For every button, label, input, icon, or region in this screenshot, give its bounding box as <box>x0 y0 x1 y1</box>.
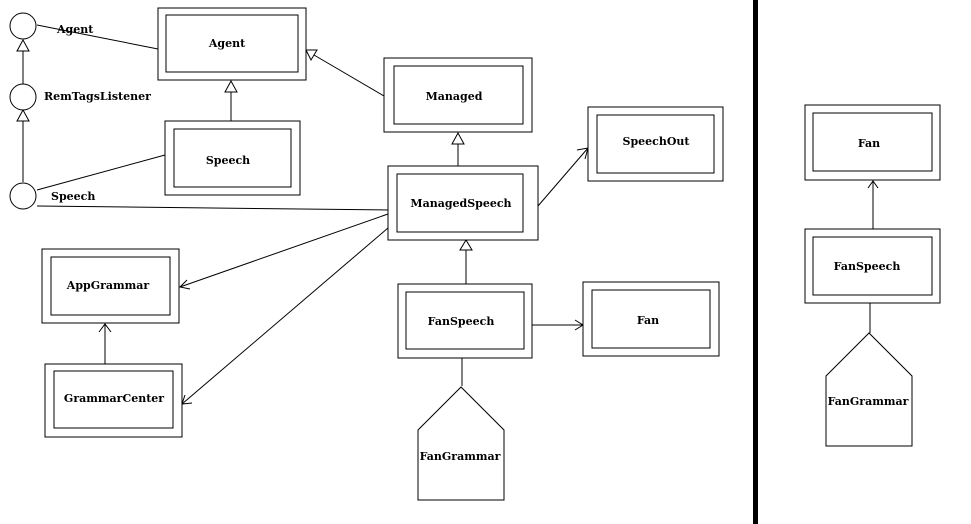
class-managedspeech-label: ManagedSpeech <box>410 197 511 210</box>
class-managedspeech: ManagedSpeech <box>387 165 539 241</box>
connectors <box>16 24 879 405</box>
right-fan-arrow <box>867 180 879 189</box>
right-fangrammar-document: FanGrammar <box>825 332 913 447</box>
right-fangrammar-label: FanGrammar <box>828 395 909 408</box>
agent-iface-to-agent-line <box>36 24 159 50</box>
interface-agent-label: Agent <box>56 23 94 36</box>
class-speech: Speech <box>164 120 301 196</box>
right-class-fanspeech-label: FanSpeech <box>834 260 901 273</box>
right-class-fanspeech: FanSpeech <box>804 228 941 304</box>
speech-iface-to-speech-line <box>36 154 166 191</box>
managedspeech-to-appgrammar-line <box>179 213 389 288</box>
interface-circle-icon <box>9 182 37 210</box>
interface-circle-icon <box>9 12 37 40</box>
class-agent-label: Agent <box>208 37 246 50</box>
class-speech-label: Speech <box>206 154 250 167</box>
class-managed-label: Managed <box>426 90 483 103</box>
managed-agent-generalization-arrow <box>305 49 318 62</box>
fangrammar-document: FanGrammar <box>417 386 505 501</box>
managedspeech-managed-generalization-arrow <box>451 131 465 145</box>
speech-agent-generalization-arrow <box>224 79 238 93</box>
interface-speech-label: Speech <box>51 190 95 203</box>
interface-agent: Agent <box>9 12 94 40</box>
interface-circle-icon <box>9 83 37 111</box>
right-class-fan: Fan <box>804 104 941 181</box>
class-fanspeech-label: FanSpeech <box>428 315 495 328</box>
appgrammar-arrow <box>98 323 112 333</box>
speech-iface-to-managedspeech-line <box>36 205 389 211</box>
managedspeech-to-grammarcenter-line <box>181 227 389 405</box>
managedspeech-to-speechout-line <box>537 147 589 207</box>
document-shape-icon <box>417 386 505 501</box>
appgrammar-dependency-arrow <box>178 279 191 290</box>
document-shape-icon <box>825 332 913 447</box>
class-grammarcenter-label: GrammarCenter <box>64 392 164 405</box>
fanspeech-managedspeech-generalization-arrow <box>459 239 473 251</box>
interface-speech: Speech <box>9 182 95 210</box>
class-speechout: SpeechOut <box>587 106 724 182</box>
class-fan: Fan <box>582 281 720 357</box>
right-class-fan-label: Fan <box>858 137 880 150</box>
class-managed: Managed <box>383 57 533 133</box>
class-speechout-label: SpeechOut <box>623 135 691 148</box>
class-appgrammar-label: AppGrammar <box>66 279 150 292</box>
managed-to-agent-line <box>313 54 385 97</box>
interface-remtagslistener: RemTagsListener <box>9 83 151 111</box>
class-fanspeech: FanSpeech <box>397 283 533 359</box>
remtags-generalization-arrow <box>16 108 30 122</box>
agent-iface-generalization-arrow <box>16 38 30 52</box>
class-appgrammar: AppGrammar <box>41 248 180 324</box>
divider-bar <box>753 0 758 524</box>
fangrammar-label: FanGrammar <box>420 450 501 463</box>
class-fan-label: Fan <box>637 314 659 327</box>
class-agent: Agent <box>157 7 307 81</box>
interface-remtagslistener-label: RemTagsListener <box>44 90 151 103</box>
class-grammarcenter: GrammarCenter <box>44 363 183 438</box>
